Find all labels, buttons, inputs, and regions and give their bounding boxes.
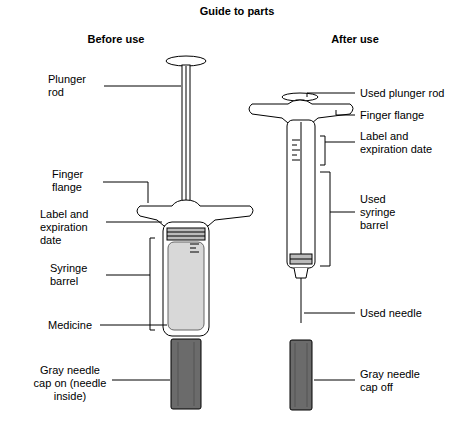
part-label: Finger flange bbox=[360, 109, 470, 122]
part-label: Used syringe barrel bbox=[360, 193, 415, 232]
part-label: Syringe barrel bbox=[50, 262, 105, 288]
part-label: Medicine bbox=[48, 319, 103, 332]
part-label: Label and expiration date bbox=[40, 208, 104, 247]
part-label: Used needle bbox=[360, 307, 460, 320]
section-heading: Before use bbox=[66, 33, 166, 46]
part-label: Gray needle cap on (needle inside) bbox=[30, 364, 110, 403]
title: Guide to parts bbox=[0, 5, 474, 17]
part-label: Label and expiration date bbox=[360, 130, 444, 156]
part-label: Used plunger rod bbox=[360, 87, 470, 100]
part-label: Plunger rod bbox=[48, 73, 103, 99]
section-heading: After use bbox=[305, 33, 405, 46]
part-label: Finger flange bbox=[52, 168, 102, 194]
part-label: Gray needle cap off bbox=[360, 368, 430, 394]
